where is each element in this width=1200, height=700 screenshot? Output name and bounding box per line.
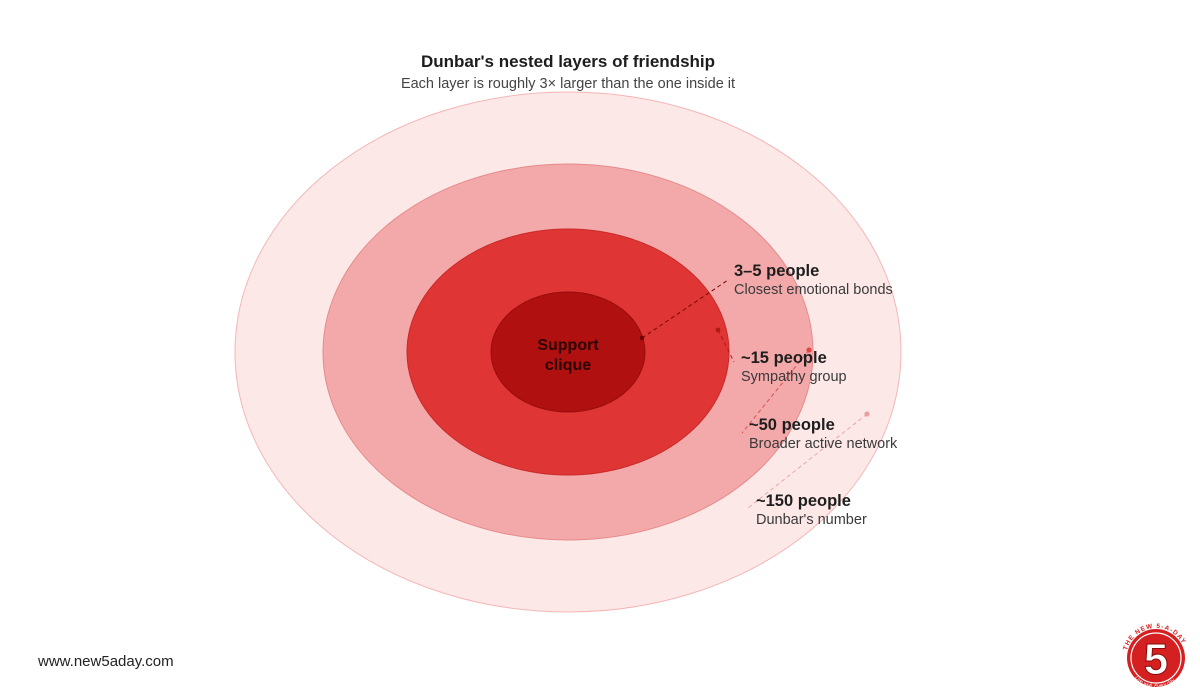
center-label-line2: clique <box>545 357 591 374</box>
leader-line-15 <box>717 329 735 363</box>
leader-line-50 <box>741 349 810 434</box>
new5aday-logo: 5 THE NEW 5-A-DAY Live well. Every day. <box>1122 623 1186 690</box>
leader-dot-15 <box>715 327 721 333</box>
center-label-line1: Support <box>537 337 599 354</box>
layer-5-description: Closest emotional bonds <box>734 282 893 298</box>
leader-dot-5 <box>639 335 645 341</box>
layer-150-description: Dunbar's number <box>756 512 867 528</box>
layer-15-description: Sympathy group <box>741 369 847 385</box>
leader-line-5 <box>641 279 729 339</box>
diagram-subtitle: Each layer is roughly 3× larger than the… <box>400 76 736 92</box>
layer-5-count: 3–5 people <box>734 262 819 280</box>
logo-number: 5 <box>1144 635 1168 684</box>
diagram-title: Dunbar's nested layers of friendship <box>420 52 716 71</box>
layer-50-description: Broader active network <box>749 436 898 452</box>
website-url: www.new5aday.com <box>38 653 174 670</box>
layer-15-count: ~15 people <box>741 349 827 367</box>
leader-dot-150 <box>864 411 870 417</box>
layer-5-ellipse <box>490 291 646 413</box>
leader-dot-50 <box>806 347 812 353</box>
leader-line-150 <box>747 413 868 509</box>
layer-50-count: ~50 people <box>749 416 835 434</box>
layer-150-count: ~150 people <box>756 492 851 510</box>
